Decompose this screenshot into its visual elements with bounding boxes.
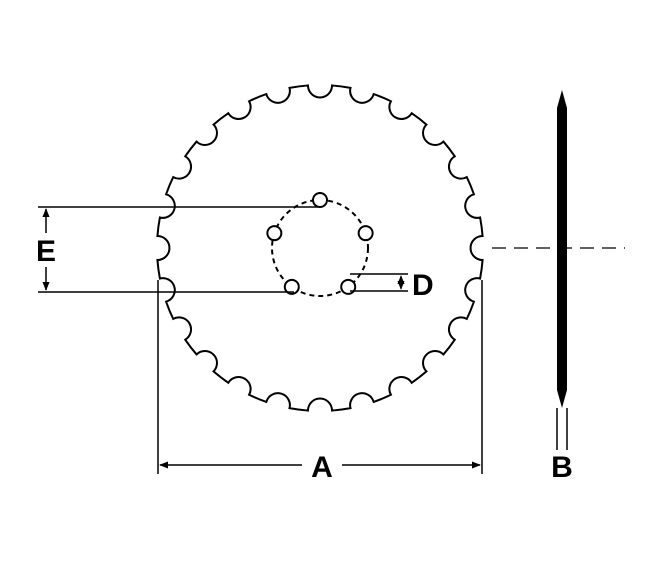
- dimension-b-label: B: [551, 451, 573, 484]
- bolt-hole: [283, 278, 300, 295]
- bolt-hole-group: [266, 192, 374, 295]
- dimension-e: E: [30, 206, 318, 293]
- bolt-hole: [357, 225, 374, 242]
- notched-disc-outline: [156, 84, 484, 412]
- dimension-a: A: [157, 280, 483, 484]
- dimension-a-label: A: [311, 451, 333, 484]
- blade-side-view: B: [492, 90, 625, 484]
- blade-profile: [557, 90, 567, 408]
- dimension-e-label: E: [36, 235, 56, 268]
- dimension-d: D: [350, 269, 434, 302]
- dimension-d-label: D: [412, 269, 434, 302]
- bolt-hole: [312, 192, 328, 208]
- bolt-hole: [266, 225, 283, 242]
